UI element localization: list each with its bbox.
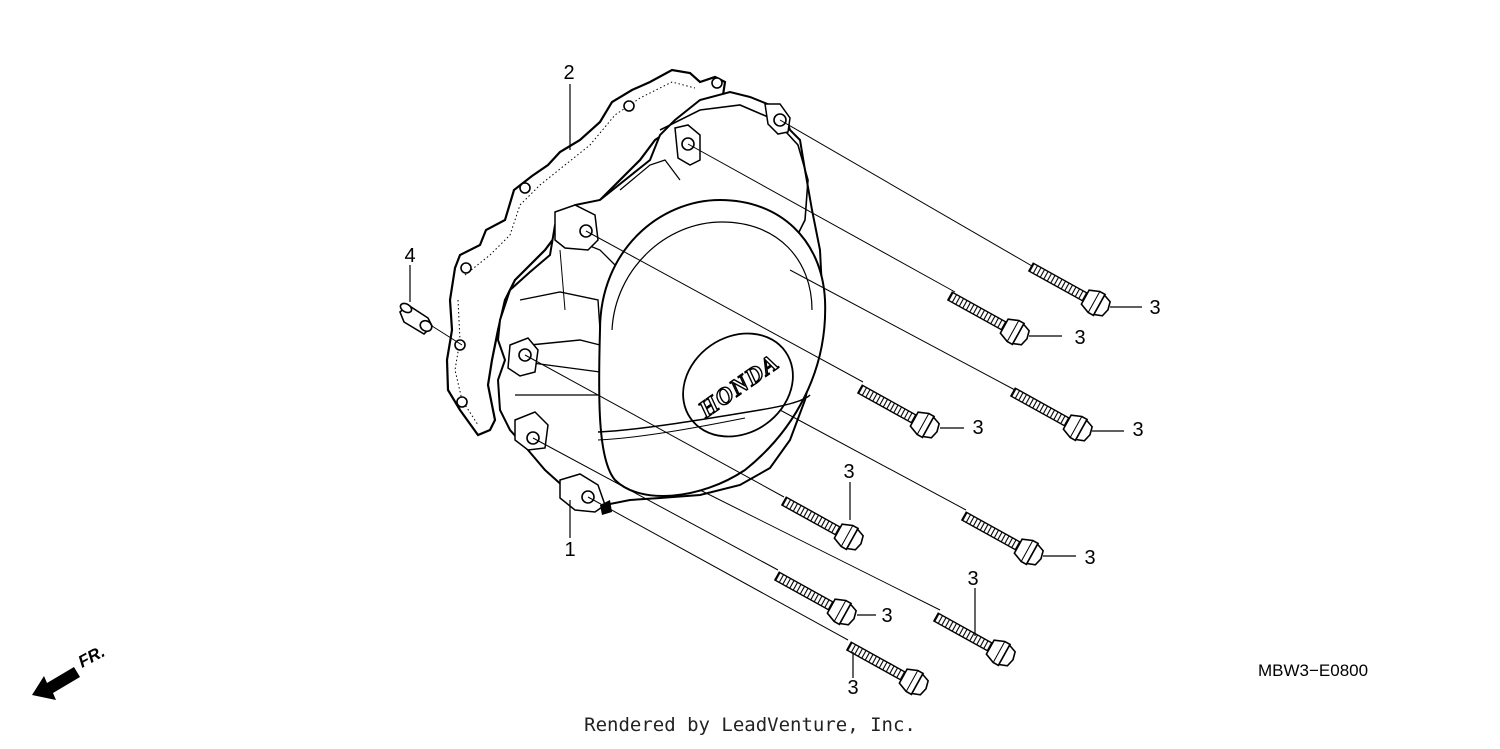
generator-cover	[496, 90, 827, 515]
callout-3: 3	[1132, 419, 1143, 441]
callout-2: 2	[563, 62, 574, 84]
bolt	[853, 377, 944, 444]
bolt	[957, 504, 1048, 571]
render-credit: Rendered by LeadVenture, Inc.	[584, 714, 916, 736]
bolt	[777, 489, 868, 556]
callout-3: 3	[1149, 297, 1160, 319]
bolt	[1006, 380, 1097, 447]
assembly-leaders	[524, 119, 1033, 641]
bolt	[1024, 255, 1115, 322]
front-direction-arrow-icon: FR.	[32, 642, 108, 700]
mount-bosses	[507, 103, 791, 515]
bolt	[943, 284, 1034, 351]
callout-3: 3	[967, 568, 978, 590]
callout-4: 4	[404, 245, 415, 267]
callout-3: 3	[1074, 327, 1085, 349]
callout-numbers: 2 4 1 3 3 3 3 3 3 3 3 3	[404, 62, 1160, 699]
callout-3: 3	[881, 605, 892, 627]
callout-1: 1	[564, 539, 575, 561]
direction-label: FR.	[75, 642, 108, 672]
dowel-pin	[399, 302, 433, 336]
diagram-part-code: MBW3−E0800	[1258, 661, 1368, 680]
callout-leaders	[409, 84, 1142, 678]
callout-3: 3	[972, 417, 983, 439]
bolt	[770, 564, 861, 631]
callout-3: 3	[847, 677, 858, 699]
callout-3: 3	[843, 461, 854, 483]
callout-3: 3	[1084, 547, 1095, 569]
dowel-leader	[431, 325, 463, 346]
